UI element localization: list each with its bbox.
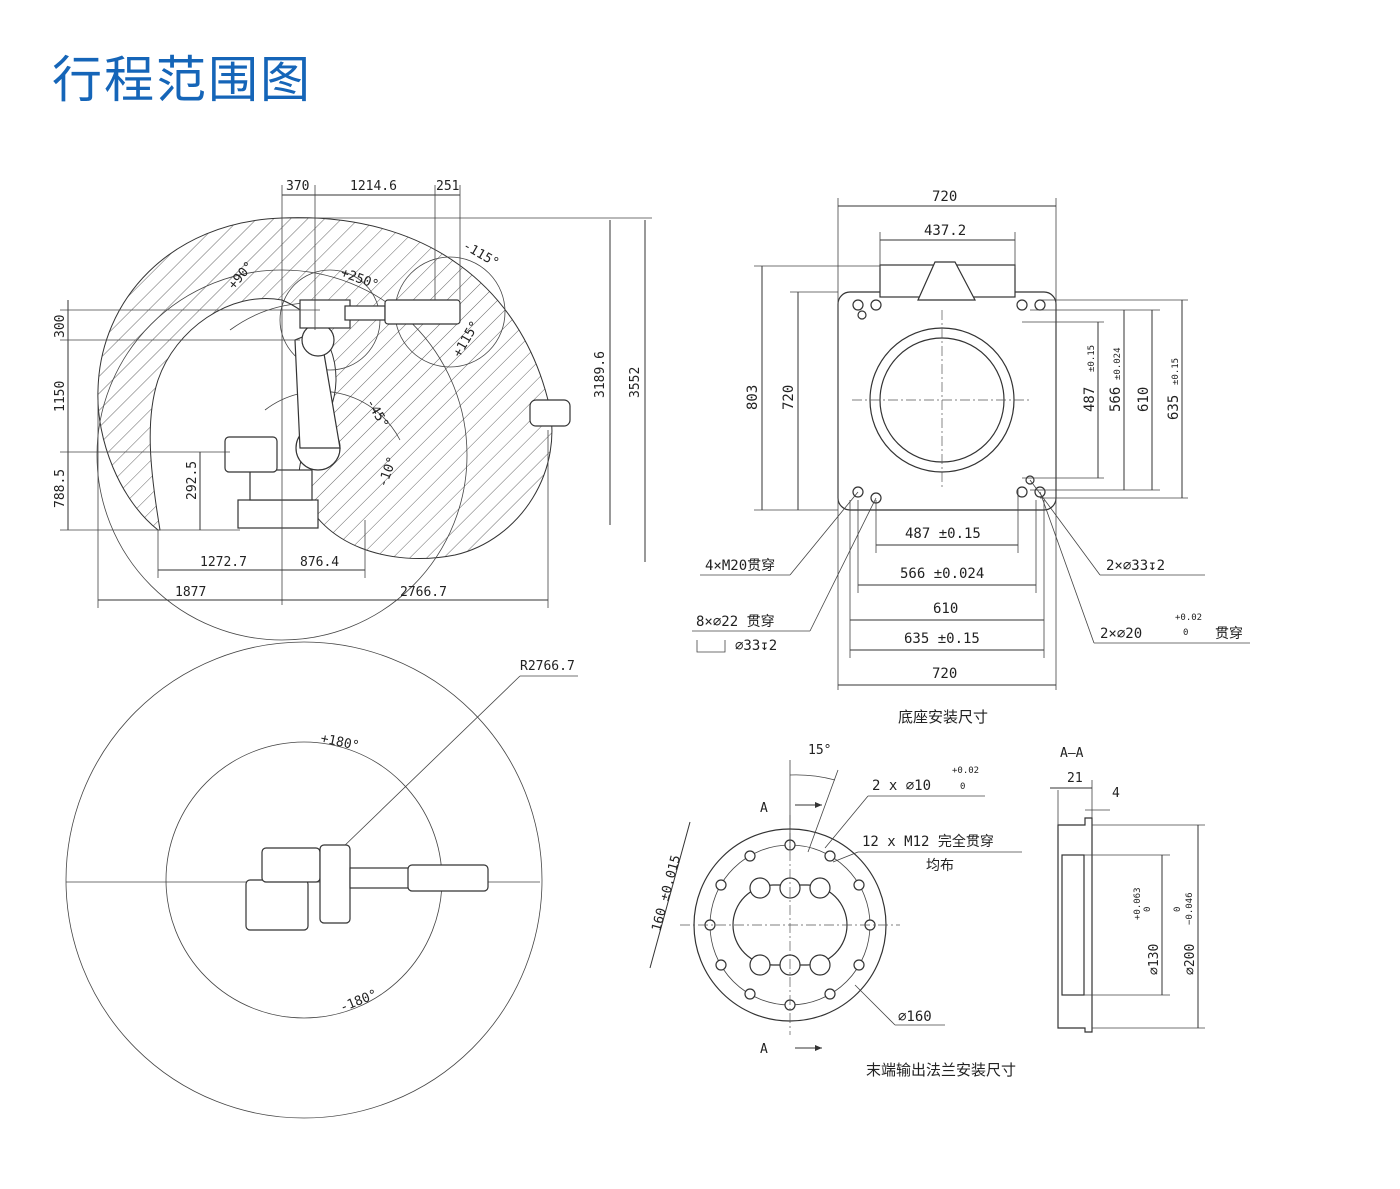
robot-motor xyxy=(224,436,278,473)
flange-note-m12-b: 均布 xyxy=(926,858,954,874)
section-mark-top: A xyxy=(760,801,768,816)
dim-3189-6: 3189.6 xyxy=(593,351,608,398)
dim-1272-7: 1272.7 xyxy=(200,555,247,570)
flange-angle-15: 15° xyxy=(808,743,831,758)
dim-370: 370 xyxy=(286,179,309,194)
base-dim-437-2: 437.2 xyxy=(924,223,966,239)
flange-inner-holes xyxy=(749,877,831,976)
base-dim-720-top: 720 xyxy=(932,189,957,205)
label-radius: R2766.7 xyxy=(520,659,575,674)
robot-top-arm xyxy=(319,844,351,924)
dim-2766-7: 2766.7 xyxy=(400,585,447,600)
robot-top-turret xyxy=(261,847,321,883)
note-20-main: 2×∅20 xyxy=(1100,626,1142,642)
flange-note-m12: 12 x M12 完全贯穿 xyxy=(862,833,994,850)
robot-upper-housing xyxy=(299,299,351,329)
section-bore xyxy=(1061,854,1085,996)
base-dim-487-right: 487 xyxy=(1082,387,1098,412)
note-m20: 4×M20贯穿 xyxy=(705,558,775,574)
robot-forearm xyxy=(344,305,386,321)
flange-pin-tol-low: 0 xyxy=(960,782,965,792)
base-dim-610-right: 610 xyxy=(1136,387,1152,412)
base-dim-566-right: 566 xyxy=(1108,387,1124,412)
flange-dia-label: ∅160 xyxy=(898,1009,932,1025)
note-33: 2×∅33↧2 xyxy=(1106,558,1165,574)
dim-788-5: 788.5 xyxy=(53,469,68,508)
top-view: R2766.7 +180° -180° xyxy=(65,641,578,1119)
robot-wrist-extended xyxy=(529,399,571,427)
dim-251: 251 xyxy=(436,179,459,194)
section-d130-tol-low: 0 xyxy=(1143,907,1153,912)
dim-1877: 1877 xyxy=(175,585,206,600)
flange-pcd-label: 160 ±0.015 xyxy=(649,854,684,933)
base-dim-635-bottom: 635 ±0.15 xyxy=(904,631,980,647)
robot-top-motor xyxy=(245,879,309,931)
base-dim-487-bottom: 487 ±0.15 xyxy=(905,526,981,542)
flange-pin-tol-up: +0.02 xyxy=(952,766,979,776)
robot-top xyxy=(245,844,489,931)
flange-note-pin: 2 x ∅10 xyxy=(872,778,931,794)
dim-876-4: 876.4 xyxy=(300,555,339,570)
base-dim-720-bottom: 720 xyxy=(932,666,957,682)
base-cone xyxy=(917,261,976,301)
reach-circle-outer xyxy=(65,641,543,1119)
section-title: A—A xyxy=(1060,746,1084,761)
side-view: 370 1214.6 251 300 1150 788.5 292.5 3189… xyxy=(53,179,652,641)
robot-side xyxy=(224,299,571,529)
section-mark-bottom: A xyxy=(760,1042,768,1057)
base-mounting: 720 437.2 803 720 487 ±0.15 566 ±0.024 6… xyxy=(692,189,1250,726)
dim-1150: 1150 xyxy=(53,381,68,412)
base-tol-487-right: ±0.15 xyxy=(1087,345,1097,372)
caption-flange: 末端输出法兰安装尺寸 xyxy=(866,1061,1016,1079)
base-tol-566-right: ±0.024 xyxy=(1113,347,1123,380)
section-dim-21: 21 xyxy=(1067,771,1083,786)
section-dim-4: 4 xyxy=(1112,786,1120,801)
arc-45 xyxy=(264,390,401,441)
base-dim-720-left: 720 xyxy=(781,385,797,410)
section-d130: ∅130 xyxy=(1147,944,1162,975)
robot-base xyxy=(237,499,319,529)
base-tol-635-right: ±0.15 xyxy=(1171,358,1181,385)
note-20-suffix: 贯穿 xyxy=(1215,626,1243,642)
label-minus-180: -180° xyxy=(338,987,380,1016)
robot-elbow xyxy=(301,323,335,357)
base-dim-610-bottom: 610 xyxy=(933,601,958,617)
section-d130-tol-up: +0.063 xyxy=(1133,887,1143,920)
robot-top-wrist xyxy=(407,864,489,892)
base-dim-566-bottom: 566 ±0.024 xyxy=(900,566,984,582)
label-plus-180: +180° xyxy=(319,731,360,754)
note-22-holes: 8×∅22 贯穿 xyxy=(696,614,775,630)
counterbore-symbol xyxy=(696,640,726,653)
section-d200-tol-up: 0 xyxy=(1173,907,1183,912)
page-title: 行程范围图 xyxy=(52,51,312,109)
robot-wrist xyxy=(384,299,461,325)
caption-base: 底座安装尺寸 xyxy=(898,708,988,726)
base-dim-803: 803 xyxy=(745,385,761,410)
note-20-tol-up: +0.02 xyxy=(1175,613,1202,623)
dim-1214-6: 1214.6 xyxy=(350,179,397,194)
section-view: A—A 21 4 ∅130 +0.063 0 ∅200 0 −0.046 xyxy=(1050,746,1205,1033)
dim-292-5: 292.5 xyxy=(185,461,200,500)
dim-3552: 3552 xyxy=(628,367,643,398)
section-d200: ∅200 xyxy=(1183,944,1198,975)
base-dim-635-right: 635 xyxy=(1166,395,1182,420)
robot-turret xyxy=(249,469,313,501)
flange-view: 15° A A 2 x ∅10 +0.02 0 12 x M12 完全贯穿 均布… xyxy=(649,743,1022,1079)
section-d200-tol-low: −0.046 xyxy=(1185,892,1195,925)
note-22-counterbore: ∅33↧2 xyxy=(735,638,777,654)
robot-top-forearm xyxy=(349,867,411,889)
dim-300: 300 xyxy=(53,315,68,338)
note-20-tol-low: 0 xyxy=(1183,628,1188,638)
